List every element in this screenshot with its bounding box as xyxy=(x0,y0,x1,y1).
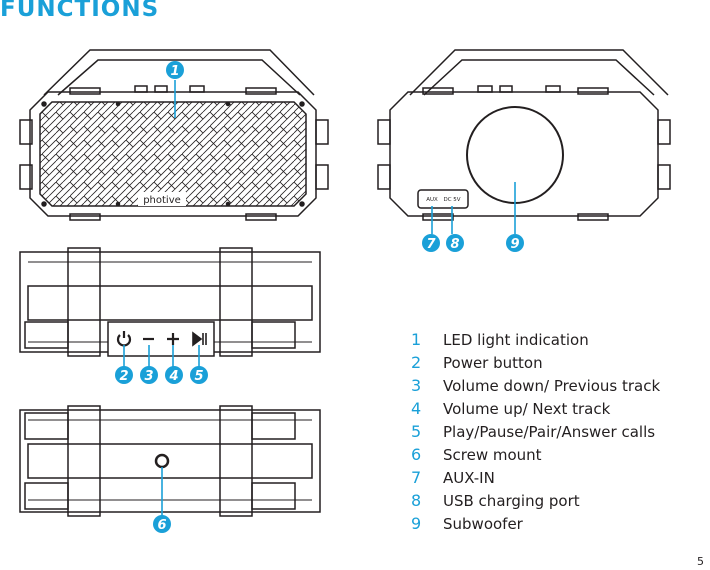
svg-text:6: 6 xyxy=(157,518,166,533)
page-number: 5 xyxy=(697,555,704,568)
svg-text:4: 4 xyxy=(168,369,178,384)
speaker-top-view xyxy=(19,247,321,357)
callout-8: 8 xyxy=(446,234,464,252)
svg-text:1: 1 xyxy=(170,64,179,79)
callout-6: 6 xyxy=(153,515,171,533)
svg-text:2: 2 xyxy=(119,369,128,384)
callout-1: 1 xyxy=(166,61,184,79)
play-pause-icon xyxy=(192,331,207,347)
callout-4: 4 xyxy=(165,366,183,384)
page-title: FUNCTIONS xyxy=(0,0,160,22)
callout-3: 3 xyxy=(140,366,158,384)
svg-text:9: 9 xyxy=(510,237,519,252)
svg-text:3: 3 xyxy=(144,369,153,384)
speaker-bottom-view xyxy=(19,405,321,517)
brand-logo: photive xyxy=(143,195,181,206)
speaker-back-view xyxy=(377,49,671,221)
svg-text:7: 7 xyxy=(426,237,436,252)
callout-2: 2 xyxy=(115,366,133,384)
callout-5: 5 xyxy=(190,366,208,384)
aux-port-label: AUX xyxy=(426,197,438,203)
dc-port-label: DC 5V xyxy=(443,197,460,203)
speaker-front-view xyxy=(19,49,329,221)
callout-7: 7 xyxy=(422,234,440,252)
svg-text:8: 8 xyxy=(450,237,459,252)
svg-text:5: 5 xyxy=(194,369,203,384)
plus-icon xyxy=(167,333,179,345)
callout-leader-lines xyxy=(123,80,516,516)
callout-9: 9 xyxy=(506,234,524,252)
